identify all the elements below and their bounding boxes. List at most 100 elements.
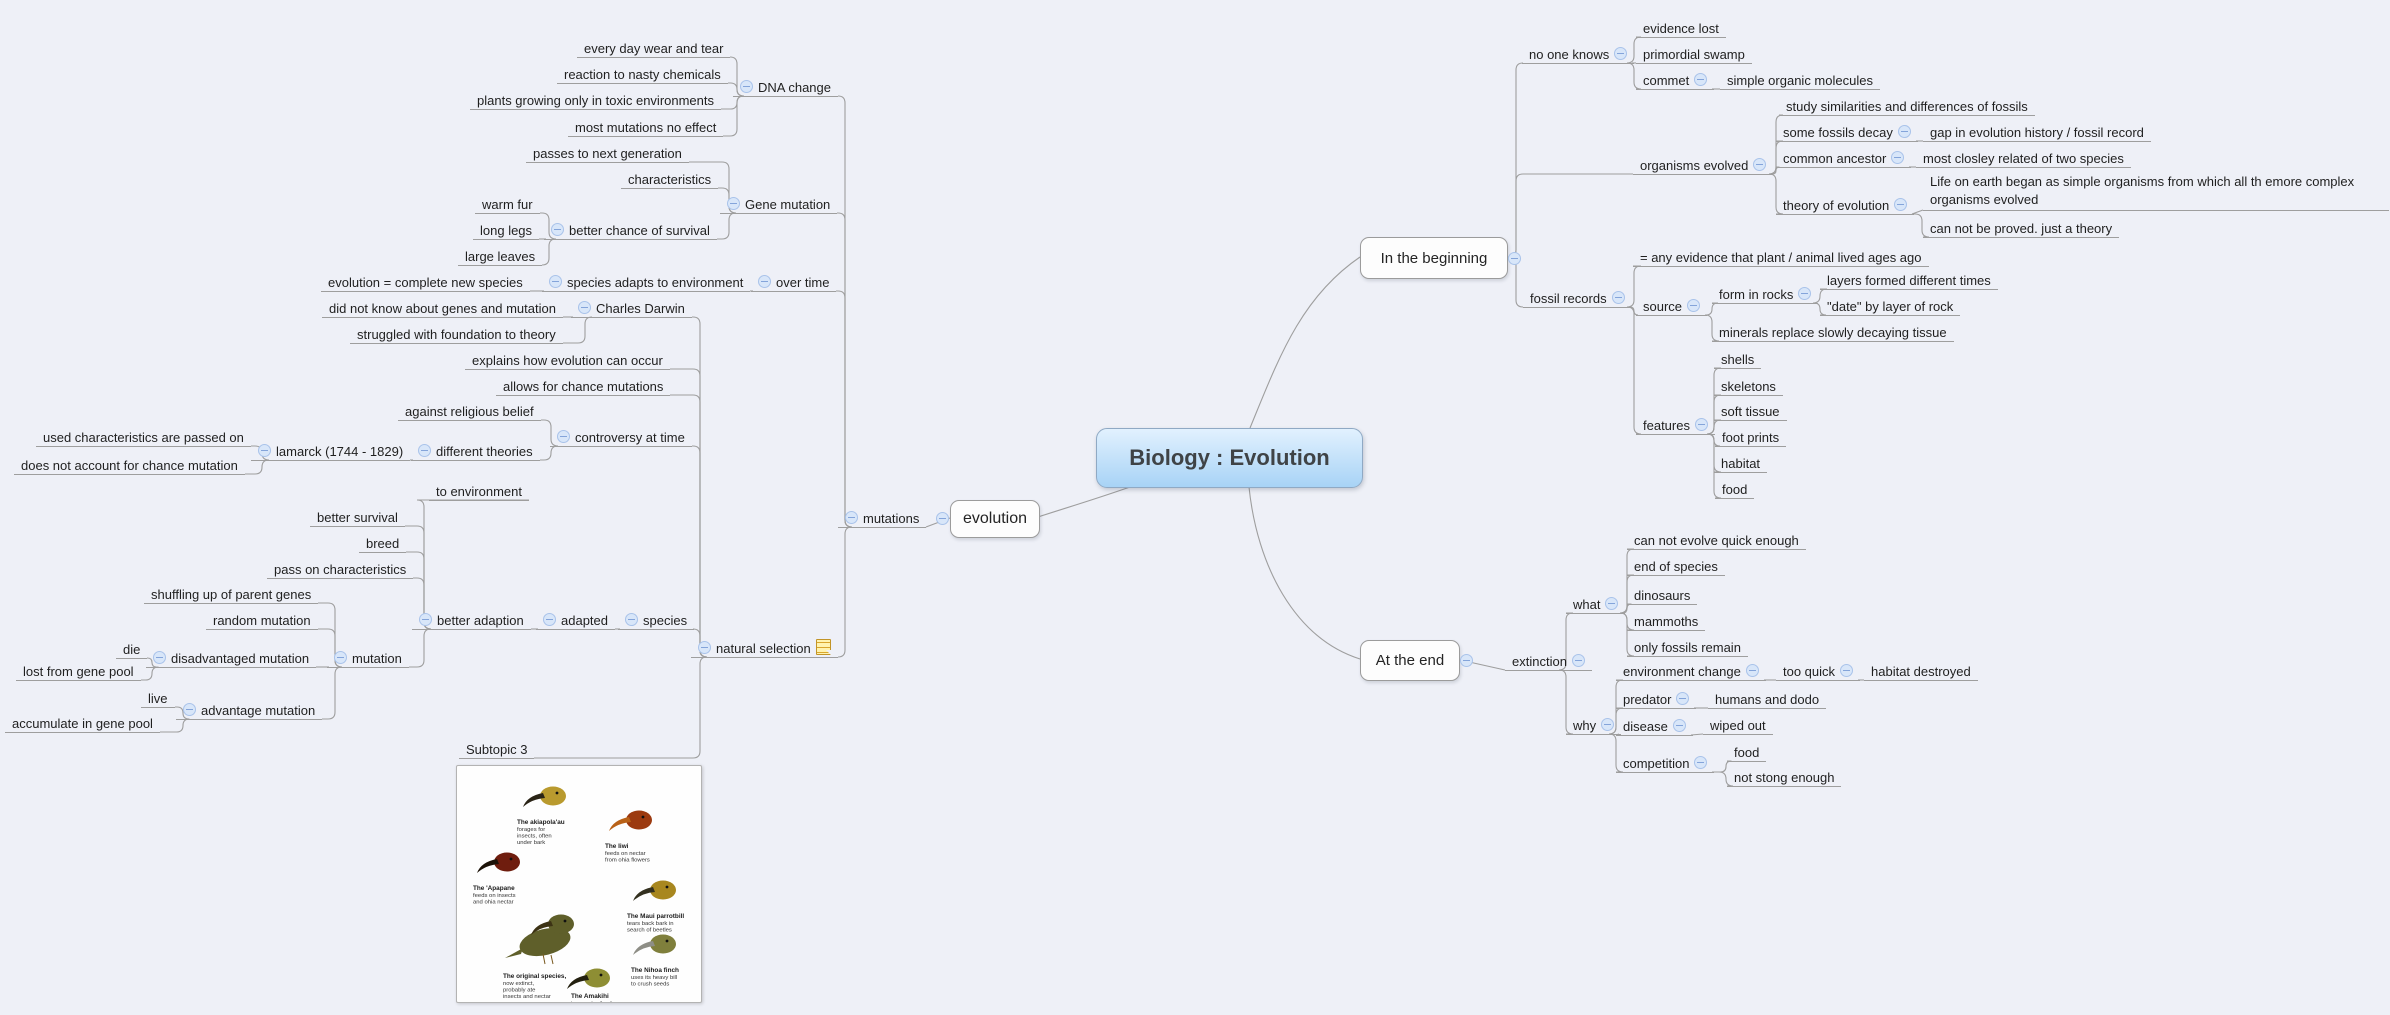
node-everyday[interactable]: every day wear and tear bbox=[577, 39, 731, 58]
node-layers[interactable]: layers formed different times bbox=[1820, 271, 1998, 290]
fold-icon[interactable] bbox=[1601, 718, 1615, 731]
node-breed[interactable]: breed bbox=[359, 534, 407, 553]
fold-icon[interactable] bbox=[1798, 287, 1812, 300]
node-longlegs[interactable]: long legs bbox=[473, 221, 540, 240]
node-minerals[interactable]: minerals replace slowly decaying tissue bbox=[1712, 323, 1954, 342]
node-overtime[interactable]: over time bbox=[751, 273, 837, 292]
node-datelayer[interactable]: "date" by layer of rock bbox=[1820, 297, 1961, 316]
node-endspecies[interactable]: end of species bbox=[1627, 557, 1725, 576]
node-mosteff[interactable]: most mutations no effect bbox=[568, 118, 724, 137]
fold-icon[interactable] bbox=[419, 613, 432, 626]
node-what[interactable]: what bbox=[1566, 595, 1626, 614]
fold-icon[interactable] bbox=[1460, 654, 1473, 667]
node-advmut[interactable]: advantage mutation bbox=[176, 701, 323, 720]
node-food2[interactable]: food bbox=[1727, 743, 1767, 762]
fold-icon[interactable] bbox=[625, 613, 638, 626]
node-evidencelost[interactable]: evidence lost bbox=[1636, 19, 1726, 38]
node-formrocks[interactable]: form in rocks bbox=[1712, 285, 1819, 304]
fold-icon[interactable] bbox=[543, 613, 556, 626]
node-somefossils[interactable]: some fossils decay bbox=[1776, 123, 1918, 142]
node-at-the-end[interactable]: At the end bbox=[1360, 640, 1460, 681]
fold-icon[interactable] bbox=[1571, 654, 1585, 667]
root-node[interactable]: Biology : Evolution bbox=[1096, 428, 1363, 488]
fold-icon[interactable] bbox=[1694, 73, 1708, 86]
node-envchange[interactable]: environment change bbox=[1616, 662, 1766, 681]
node-against[interactable]: against religious belief bbox=[398, 402, 541, 421]
fold-icon[interactable] bbox=[1694, 418, 1708, 431]
node-struggled[interactable]: struggled with foundation to theory bbox=[350, 325, 563, 344]
node-shuffling[interactable]: shuffling up of parent genes bbox=[144, 585, 319, 604]
node-study[interactable]: study similarities and differences of fo… bbox=[1779, 97, 2035, 116]
fold-icon[interactable] bbox=[758, 275, 771, 288]
fold-icon[interactable] bbox=[557, 430, 570, 443]
node-live[interactable]: live bbox=[141, 689, 175, 708]
fold-icon[interactable] bbox=[1753, 158, 1767, 171]
node-tooquick[interactable]: too quick bbox=[1776, 662, 1861, 681]
node-controversy[interactable]: controversy at time bbox=[550, 428, 692, 447]
node-reaction[interactable]: reaction to nasty chemicals bbox=[557, 65, 728, 84]
node-doesnot[interactable]: does not account for chance mutation bbox=[14, 456, 245, 475]
node-explains[interactable]: explains how evolution can occur bbox=[465, 351, 670, 370]
node-anyevidence[interactable]: = any evidence that plant / animal lived… bbox=[1633, 248, 1929, 267]
fold-icon[interactable] bbox=[1672, 719, 1686, 732]
node-dna[interactable]: DNA change bbox=[733, 78, 838, 97]
node-subtopic3[interactable]: Subtopic 3 bbox=[459, 740, 535, 759]
node-theory[interactable]: theory of evolution bbox=[1776, 196, 1915, 215]
fold-icon[interactable] bbox=[549, 275, 562, 288]
node-nooneknows[interactable]: no one knows bbox=[1522, 45, 1635, 64]
node-habitatdest[interactable]: habitat destroyed bbox=[1864, 662, 1978, 681]
node-simpleorganic[interactable]: simple organic molecules bbox=[1720, 71, 1880, 90]
node-softtissue[interactable]: soft tissue bbox=[1714, 402, 1787, 421]
node-passon[interactable]: pass on characteristics bbox=[267, 560, 414, 579]
node-competition[interactable]: competition bbox=[1616, 754, 1715, 773]
node-wipedout[interactable]: wiped out bbox=[1703, 716, 1773, 735]
node-lamarck[interactable]: lamarck (1744 - 1829) bbox=[251, 442, 411, 461]
node-in-the-beginning[interactable]: In the beginning bbox=[1360, 237, 1508, 279]
node-largeleaves[interactable]: large leaves bbox=[458, 247, 543, 266]
fold-icon[interactable] bbox=[183, 703, 196, 716]
node-predator[interactable]: predator bbox=[1616, 690, 1697, 709]
node-difftheories[interactable]: different theories bbox=[411, 442, 540, 461]
fold-icon[interactable] bbox=[740, 80, 753, 93]
fold-icon[interactable] bbox=[1687, 299, 1701, 312]
node-evolcomplete[interactable]: evolution = complete new species bbox=[321, 273, 530, 292]
node-humansdodo[interactable]: humans and dodo bbox=[1708, 690, 1827, 709]
node-why[interactable]: why bbox=[1566, 716, 1622, 735]
node-food[interactable]: food bbox=[1715, 480, 1755, 499]
node-lifeon[interactable]: Life on earth began as simple organisms … bbox=[1923, 173, 2389, 211]
fold-icon[interactable] bbox=[1897, 125, 1911, 138]
node-plants[interactable]: plants growing only in toxic environment… bbox=[470, 91, 722, 110]
node-passes[interactable]: passes to next generation bbox=[526, 144, 689, 163]
node-onlyfossils[interactable]: only fossils remain bbox=[1627, 638, 1748, 657]
node-mutation[interactable]: mutation bbox=[327, 649, 409, 668]
node-commet[interactable]: commet bbox=[1636, 71, 1715, 90]
node-betterchance[interactable]: better chance of survival bbox=[544, 221, 717, 240]
fold-icon[interactable] bbox=[1840, 664, 1854, 677]
node-species[interactable]: species bbox=[618, 611, 695, 630]
fold-icon[interactable] bbox=[1891, 151, 1905, 164]
node-warmfur[interactable]: warm fur bbox=[475, 195, 540, 214]
node-gap[interactable]: gap in evolution history / fossil record bbox=[1923, 123, 2151, 142]
fold-icon[interactable] bbox=[1745, 664, 1759, 677]
fold-icon[interactable] bbox=[578, 301, 591, 314]
node-darwin[interactable]: Charles Darwin bbox=[571, 299, 692, 318]
fold-icon[interactable] bbox=[1605, 597, 1619, 610]
node-notstrong[interactable]: not stong enough bbox=[1727, 768, 1842, 787]
node-toenv[interactable]: to environment bbox=[429, 482, 529, 501]
node-cannotproved[interactable]: can not be proved. just a theory bbox=[1923, 219, 2120, 238]
node-accumulate[interactable]: accumulate in gene pool bbox=[5, 714, 160, 733]
node-usedchar[interactable]: used characteristics are passed on bbox=[36, 428, 251, 447]
node-lostpool[interactable]: lost from gene pool bbox=[16, 662, 141, 681]
node-natsel[interactable]: natural selection bbox=[691, 639, 838, 658]
node-cannotevolve[interactable]: can not evolve quick enough bbox=[1627, 531, 1806, 550]
fold-icon[interactable] bbox=[1694, 756, 1708, 769]
node-footprints[interactable]: foot prints bbox=[1715, 428, 1787, 447]
fold-icon[interactable] bbox=[698, 641, 711, 654]
node-extinction[interactable]: extinction bbox=[1505, 652, 1592, 671]
node-betteradaption[interactable]: better adaption bbox=[412, 611, 531, 630]
fold-icon[interactable] bbox=[727, 197, 740, 210]
note-icon[interactable] bbox=[815, 639, 831, 655]
fold-icon[interactable] bbox=[1676, 692, 1690, 705]
node-commonanc[interactable]: common ancestor bbox=[1776, 149, 1912, 168]
